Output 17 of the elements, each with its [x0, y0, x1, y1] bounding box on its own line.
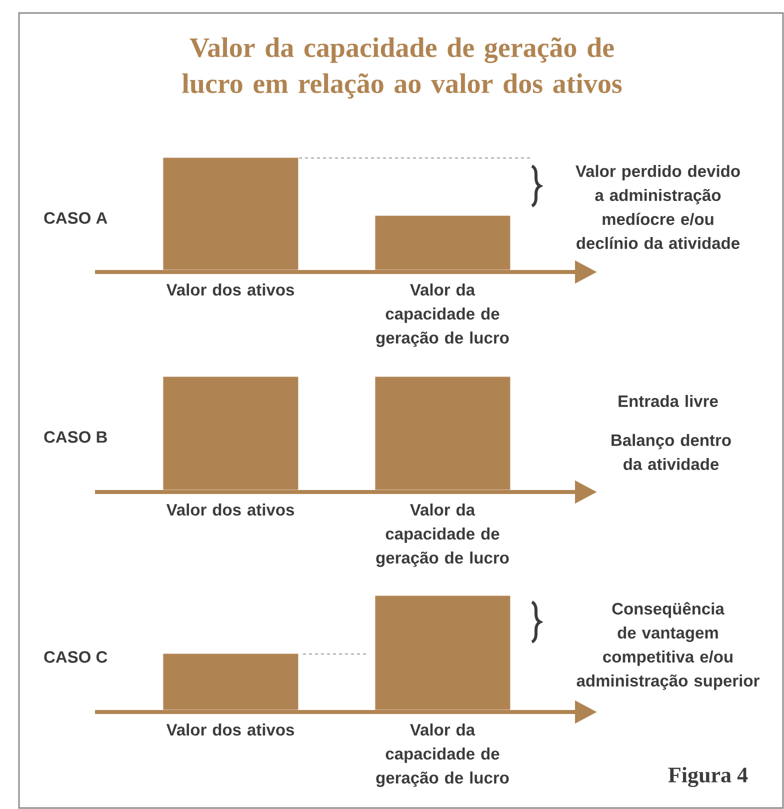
bar-caption: Valor da capacidade de geração de lucro — [376, 284, 509, 347]
bar — [163, 376, 298, 490]
bar — [163, 158, 298, 270]
bar — [375, 376, 510, 490]
bar — [375, 216, 510, 270]
note-text: Balanço dentro da atividade — [612, 434, 731, 470]
bar-caption: Valor da capacidade de geração de lucro — [376, 504, 509, 567]
caption: Figura 4 — [668, 766, 748, 788]
bar — [163, 654, 298, 710]
bar-caption: Valor dos ativos — [166, 284, 294, 296]
bar-caption: Valor da capacidade de geração de lucro — [376, 724, 509, 787]
bar-caption: Valor dos ativos — [166, 724, 294, 736]
title: Valor da capacidade de geração de lucro em relação ao valor dos ativos — [182, 37, 622, 99]
bar — [375, 596, 510, 710]
note-text: Conseqüência de vantagem competitiva e/ou administração superior — [576, 602, 760, 690]
note-text: Entrada livre — [618, 394, 718, 408]
bar-caption: Valor dos ativos — [166, 504, 294, 516]
